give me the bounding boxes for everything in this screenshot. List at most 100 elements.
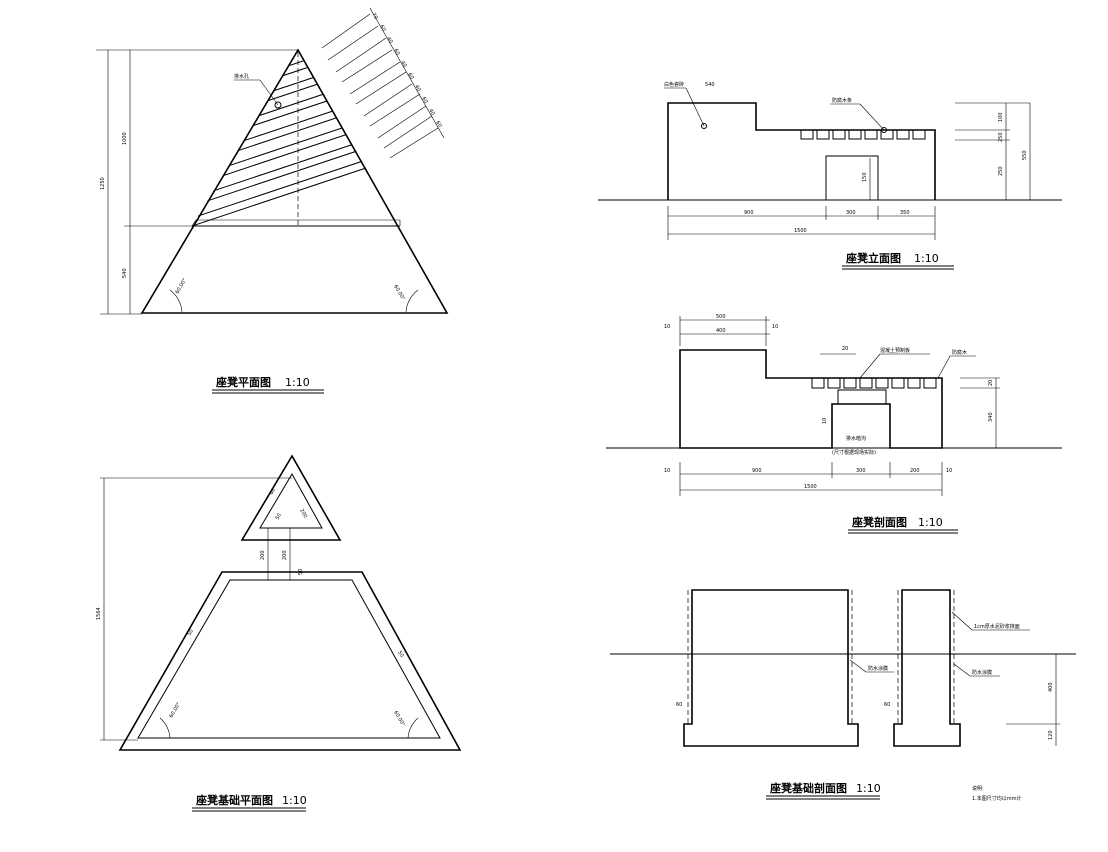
fs-dim-h2: 120 <box>1048 730 1054 740</box>
plan-hatched-band <box>191 219 401 227</box>
elevation-view: 白色瓷砖 防腐木条 540 150 100 250 250 550 900 30… <box>598 81 1062 270</box>
dim-top-label: 1000 <box>122 132 128 145</box>
fs-dim-h1: 400 <box>1048 682 1054 692</box>
dim-d-label: 50 <box>187 628 195 637</box>
dim-b3: 350 <box>900 210 910 216</box>
dim-a-label: 200 <box>260 550 266 560</box>
callout-right: 防腐木条 <box>832 97 852 104</box>
section-dim-r2: 340 <box>988 412 994 422</box>
stack-dim: 70 <box>370 12 378 21</box>
inner-dim: 60 <box>269 487 277 496</box>
section-dim-b2: 300 <box>856 468 866 474</box>
foundation-section-block-left <box>683 589 859 747</box>
section-body <box>679 349 943 449</box>
section-dim-b4: 10 <box>664 468 670 474</box>
plan-view: 排水孔 1250 1000 540 60.00° 60.00° <box>96 7 449 394</box>
dim-b1: 900 <box>744 210 754 216</box>
drain-label: 排水孔 <box>234 73 249 80</box>
section-callout-2: 防腐木 <box>952 349 967 356</box>
section-dim-r1: 20 <box>988 380 994 386</box>
inner-dim: 50 <box>275 512 283 521</box>
foundation-small-triangle-outer <box>240 454 342 541</box>
fs-dim-mid: 60 <box>884 702 890 708</box>
plan-slat-dimension-chain: 70 60 40 60 40 60 40 60 40 60 <box>321 7 445 159</box>
leader-line <box>259 79 279 106</box>
section-callout-4: (尺寸根据现场实际) <box>832 449 876 456</box>
foundation-angle-left: 60.00° <box>169 701 183 719</box>
note-title: 说明: <box>972 785 984 792</box>
stack-dim: 40 <box>413 84 421 93</box>
foundation-inner-trapezoid <box>137 579 441 739</box>
stack-dim: 60 <box>434 120 442 129</box>
elevation-opening <box>825 155 879 201</box>
foundation-total-label: 1564 <box>96 607 102 620</box>
elevation-scale: 1:10 <box>914 252 939 265</box>
foundation-plan-title: 座凳基础平面图 <box>195 793 273 807</box>
foundation-outer-trapezoid <box>118 571 462 751</box>
section-callout-1: 混凝土预制板 <box>880 347 910 354</box>
drain-hole-icon <box>274 101 282 109</box>
section-dim-top-c: 10 <box>664 324 670 330</box>
elevation-slats <box>800 129 926 140</box>
section-scale: 1:10 <box>918 516 943 529</box>
dim-bottom-label: 540 <box>122 268 128 278</box>
dim-total-w: 1500 <box>794 228 807 234</box>
dim-r3: 250 <box>998 166 1004 176</box>
dim-e-label: 50 <box>396 650 404 659</box>
foundation-plan-scale: 1:10 <box>282 794 307 807</box>
fs-callout-3: 防水涂膜 <box>972 669 992 676</box>
elevation-outline <box>667 102 936 200</box>
fs-dim-left: 60 <box>676 702 682 708</box>
section-dim-small: 20 <box>842 346 848 352</box>
dim-b2: 300 <box>846 210 856 216</box>
stack-dim: 40 <box>427 108 435 117</box>
elevation-title: 座凳立面图 <box>845 251 901 265</box>
dim-total-label: 1250 <box>100 177 106 190</box>
stack-dim: 60 <box>406 72 414 81</box>
section-callout-3: 排水暗沟 <box>846 435 866 442</box>
fs-callout-1: 1cm厚水泥砂浆抹面 <box>974 623 1020 630</box>
angle-left-label: 60.00° <box>175 277 189 295</box>
section-dim-top-d: 10 <box>772 324 778 330</box>
foundation-section-title: 座凳基础剖面图 <box>769 781 847 795</box>
plan-scale: 1:10 <box>285 376 310 389</box>
dim-b-label: 200 <box>282 550 288 560</box>
section-dim-b1: 900 <box>752 468 762 474</box>
inner-dim: 200 <box>298 508 308 519</box>
foundation-section-scale: 1:10 <box>856 782 881 795</box>
foundation-angle-right: 60.00° <box>392 710 406 728</box>
dim-c-label: 50 <box>298 569 304 575</box>
fs-callout-2: 防水涂膜 <box>868 665 888 672</box>
dim-hole-label: 150 <box>862 172 868 182</box>
section-dim-top-b: 400 <box>716 328 726 334</box>
note-body: 1.本图尺寸均以mm计 <box>972 795 1022 802</box>
angle-right-label: 60.00° <box>392 284 406 302</box>
section-slats <box>811 377 937 389</box>
section-view: 500 400 10 10 20 混凝土预制板 防腐木 排水暗沟 (尺寸根据现场… <box>606 314 1062 534</box>
section-dim-mid: 10 <box>822 418 828 424</box>
section-dim-total-w: 1500 <box>804 484 817 490</box>
dim-r2: 250 <box>998 132 1004 142</box>
dim-top-label: 540 <box>705 82 715 88</box>
stack-dim: 40 <box>385 36 393 45</box>
section-title: 座凳剖面图 <box>851 515 907 529</box>
plan-title: 座凳平面图 <box>215 375 271 389</box>
foundation-plan-view: 200 200 50 1564 50 50 60 50 200 60.00° 6… <box>96 454 462 812</box>
section-dim-b5: 10 <box>946 468 952 474</box>
foundation-section-view: 1cm厚水泥砂浆抹面 防水涂膜 防水涂膜 60 60 400 120 座凳基础剖… <box>610 589 1076 802</box>
section-dim-b3: 200 <box>910 468 920 474</box>
dim-r1: 100 <box>998 112 1004 122</box>
stack-dim: 60 <box>420 96 428 105</box>
stack-dim: 40 <box>399 60 407 69</box>
stack-dim: 60 <box>392 48 400 57</box>
stack-dim: 60 <box>378 24 386 33</box>
angle-arc-left <box>169 289 183 313</box>
plan-outline-triangle <box>140 48 449 314</box>
section-dim-top-a: 500 <box>716 314 726 320</box>
callout-left: 白色瓷砖 <box>664 81 684 88</box>
dim-total-h: 550 <box>1022 150 1028 160</box>
angle-arc-right <box>405 289 419 313</box>
foundation-section-block-right <box>893 589 961 747</box>
foundation-small-triangle-inner <box>259 472 323 529</box>
